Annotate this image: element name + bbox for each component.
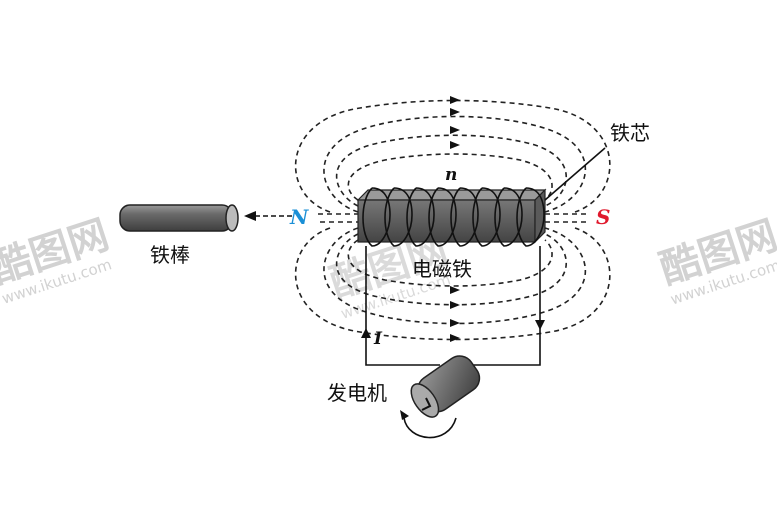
field-arrows (450, 96, 460, 342)
electromagnet-label: 电磁铁 (412, 257, 472, 281)
iron-core-label: 铁芯 (610, 121, 650, 145)
north-pole-label: N (289, 205, 309, 229)
iron-core-pointer (544, 147, 606, 201)
current-label: I (373, 329, 383, 349)
coil (362, 187, 545, 247)
south-pole-label: S (596, 205, 610, 229)
watermark: 酷图网 www.ikutu.com (655, 212, 777, 308)
circuit-wires (365, 246, 541, 366)
watermark: 酷图网 www.ikutu.com (0, 212, 114, 308)
attraction-arrow (244, 211, 292, 221)
turns-label: n (445, 165, 457, 185)
iron-rod (119, 204, 239, 232)
generator-label: 发电机 (327, 381, 387, 405)
generator (400, 355, 481, 439)
iron-rod-label: 铁棒 (150, 243, 190, 267)
current-arrows (361, 320, 545, 338)
